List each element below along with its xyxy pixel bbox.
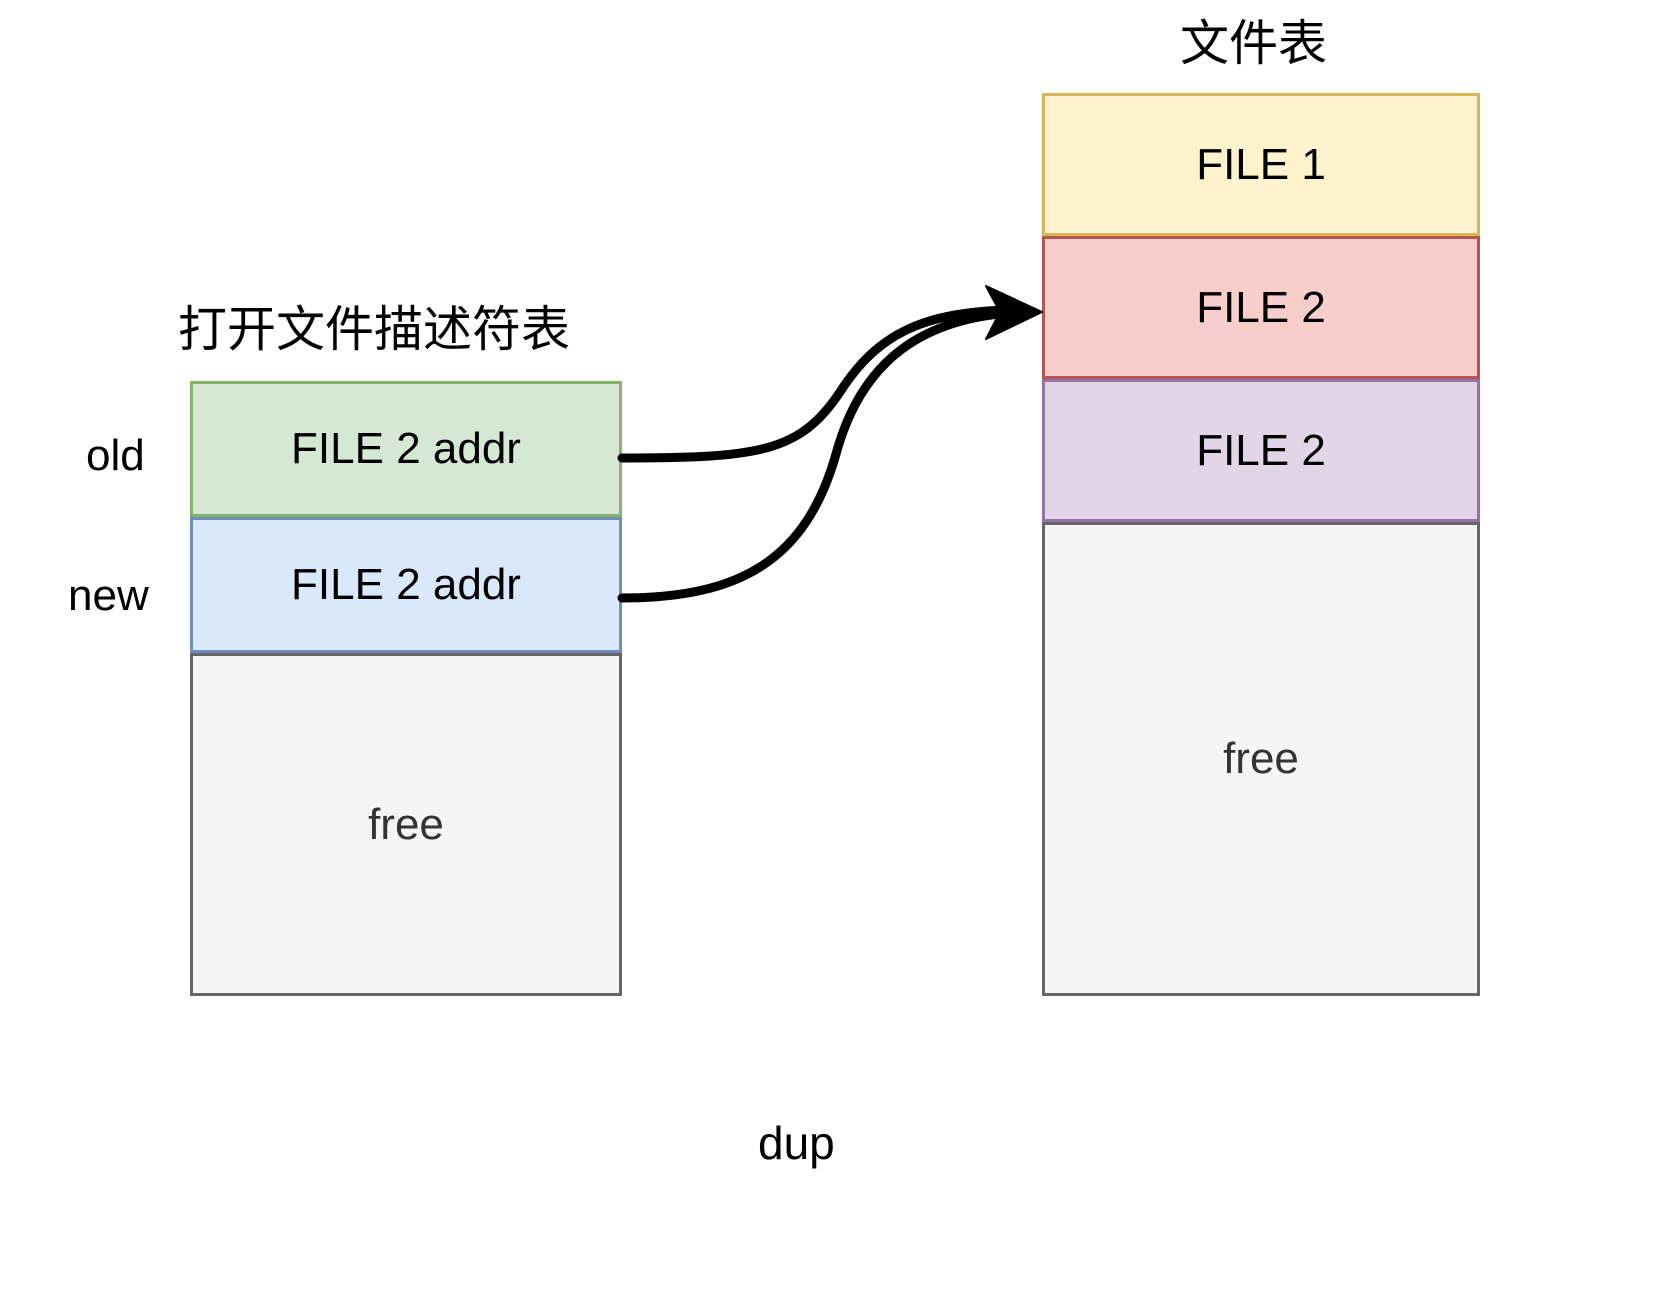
fd-entry-old[interactable]: FILE 2 addr (190, 381, 622, 517)
file-table-title: 文件表 (1180, 17, 1328, 71)
open-file-descriptor-table: FILE 2 addr FILE 2 addr free (190, 381, 622, 996)
file-table-entry-file2-b[interactable]: FILE 2 (1042, 379, 1480, 522)
fd-table-title: 打开文件描述符表 (178, 303, 571, 357)
fd-entry-new[interactable]: FILE 2 addr (190, 517, 622, 653)
file-table: FILE 1 FILE 2 FILE 2 free (1042, 93, 1480, 996)
file-table-free-region: free (1042, 522, 1480, 996)
row-label-new: new (68, 571, 149, 620)
arrow-new-to-file2 (617, 308, 1015, 603)
row-label-old: old (86, 431, 145, 480)
diagram-caption: dup (758, 1117, 835, 1169)
arrowhead-icon (985, 285, 1043, 340)
arrow-old-to-file2 (617, 305, 1015, 463)
file-table-entry-file2-a[interactable]: FILE 2 (1042, 236, 1480, 379)
file-table-entry-file1[interactable]: FILE 1 (1042, 93, 1480, 236)
fd-free-region: free (190, 653, 622, 996)
